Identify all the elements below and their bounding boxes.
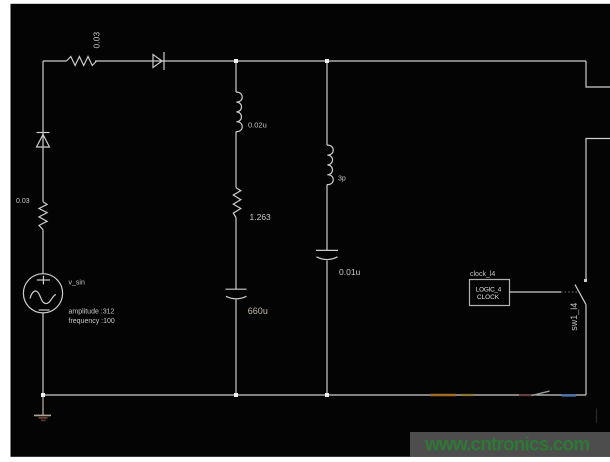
svg-text:0.03: 0.03 [92, 32, 102, 49]
svg-text:CLOCK: CLOCK [477, 294, 500, 301]
svg-text:0.03: 0.03 [16, 198, 30, 205]
svg-text:660u: 660u [248, 306, 268, 316]
svg-text:0.01u: 0.01u [339, 267, 361, 277]
svg-text:amplitude :312: amplitude :312 [69, 308, 115, 315]
svg-text:3p: 3p [338, 176, 346, 183]
svg-text:v_sin: v_sin [69, 280, 85, 287]
svg-text:LOGIC_4: LOGIC_4 [476, 286, 502, 293]
svg-text:clock_l4: clock_l4 [470, 271, 495, 278]
svg-text:frequency :100: frequency :100 [69, 318, 115, 325]
svg-text:sw1_l4: sw1_l4 [569, 303, 579, 331]
svg-text:0.02u: 0.02u [248, 120, 267, 129]
svg-text:www.cntronics.com: www.cntronics.com [424, 435, 589, 456]
svg-text:1.263: 1.263 [250, 212, 272, 222]
